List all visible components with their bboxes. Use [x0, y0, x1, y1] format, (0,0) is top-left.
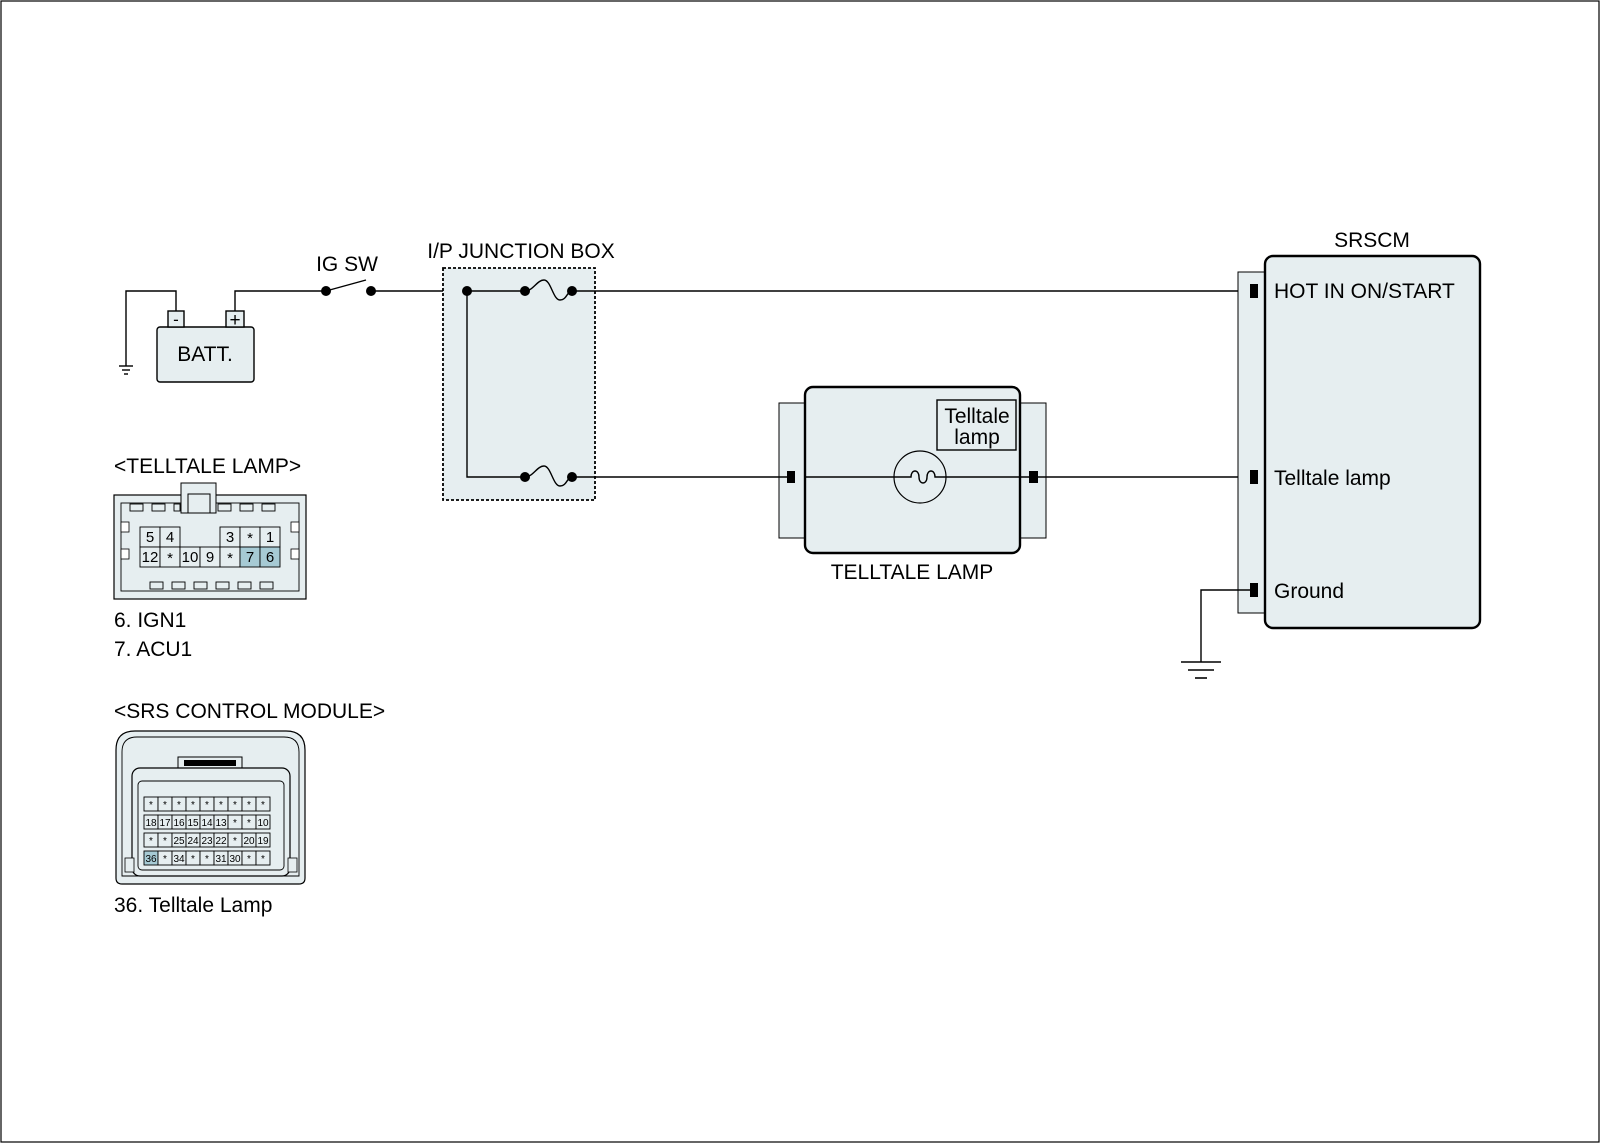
fuse-2-icon	[524, 465, 573, 487]
srs-connector-view: <SRS CONTROL MODULE> * * * * * * * * * 1…	[114, 700, 385, 917]
srs-pin: *	[261, 854, 265, 865]
telltale-connector-view: <TELLTALE LAMP>	[113, 455, 307, 661]
junction-box-body	[442, 267, 596, 501]
telltale-pin: 1	[266, 529, 274, 546]
telltale-pin-right	[1029, 471, 1038, 483]
srscm-body	[1263, 254, 1482, 630]
telltale-pin: 6	[266, 549, 274, 566]
telltale-inner-label-line1: Telltale	[944, 405, 1009, 428]
telltale-lamp-unit-label: TELLTALE LAMP	[831, 561, 994, 584]
srscm-label: SRSCM	[1334, 229, 1410, 252]
srs-pin: *	[261, 800, 265, 811]
battery-body	[156, 326, 255, 383]
srs-pin: *	[233, 836, 237, 847]
srs-pin: 30	[229, 854, 241, 865]
srs-pin: *	[191, 800, 195, 811]
srs-pin: 22	[215, 836, 227, 847]
telltale-pin: 9	[206, 549, 214, 566]
srs-pin: *	[163, 854, 167, 865]
ground-icon	[1181, 661, 1221, 679]
srscm-pin-telltale	[1250, 470, 1258, 484]
srs-pin-note: 36. Telltale Lamp	[114, 894, 272, 917]
srs-pin: 13	[215, 818, 227, 829]
battery-ground-wire	[125, 290, 177, 366]
srs-pin: *	[247, 800, 251, 811]
ig-sw-label: IG SW	[316, 253, 378, 276]
srs-pin: *	[191, 854, 195, 865]
srs-pin: *	[247, 818, 251, 829]
srs-pin: *	[149, 836, 153, 847]
telltale-connector-title: <TELLTALE LAMP>	[114, 455, 301, 478]
telltale-pin: 4	[166, 529, 174, 546]
srs-pin: 18	[145, 818, 157, 829]
srs-pin: 14	[201, 818, 213, 829]
telltale-pin-note: 6. IGN1	[114, 609, 186, 632]
telltale-pin-note: 7. ACU1	[114, 638, 192, 661]
telltale-lamp-unit: Telltale lamp TELLTALE LAMP	[778, 385, 1047, 584]
srs-pin: 17	[159, 818, 171, 829]
bulb-filament	[894, 470, 946, 484]
chassis-ground-icon	[119, 365, 133, 375]
srs-pin: *	[163, 800, 167, 811]
fuse-1-icon	[524, 279, 573, 301]
srs-pin: 36	[145, 854, 157, 865]
srs-pin: *	[177, 800, 181, 811]
srs-pin: *	[219, 800, 223, 811]
srs-pin: *	[247, 854, 251, 865]
srs-pin: *	[149, 800, 153, 811]
fuse-1-terminal-in	[462, 286, 472, 296]
srscm-pin-hot	[1250, 284, 1258, 298]
telltale-pin: *	[227, 550, 233, 567]
battery-positive-sign: +	[229, 310, 240, 331]
telltale-pin: 10	[182, 549, 199, 566]
srs-connector-title: <SRS CONTROL MODULE>	[114, 700, 385, 723]
telltale-pin: 12	[142, 549, 159, 566]
telltale-pin-left	[787, 471, 795, 483]
telltale-connector-pin-grid: 5 4 3 * 1 12 * 10 9 * 7 6	[139, 526, 281, 568]
srscm-pin-ground-label: Ground	[1274, 580, 1344, 603]
telltale-pin: 5	[146, 529, 154, 546]
srs-pin: *	[233, 800, 237, 811]
srs-connector-pin-grid: * * * * * * * * * 18 17 16 15 14 13 * * …	[143, 796, 271, 866]
battery-label: BATT.	[177, 343, 233, 366]
telltale-pin-6-highlight	[259, 546, 281, 568]
battery: - + BATT.	[156, 310, 255, 383]
telltale-inner-label-line2: lamp	[954, 426, 1000, 449]
srs-pin: 23	[201, 836, 213, 847]
telltale-pin: 3	[226, 529, 234, 546]
telltale-pin: 7	[246, 549, 254, 566]
ig-sw-blade	[325, 279, 367, 292]
srs-pin: *	[163, 836, 167, 847]
srs-pin: *	[205, 854, 209, 865]
srs-pin: 24	[187, 836, 199, 847]
ignition-switch: IG SW	[316, 253, 378, 296]
telltale-pin: *	[247, 530, 253, 547]
srscm-module: SRSCM HOT IN ON/START Telltale lamp Grou…	[1237, 229, 1482, 630]
srs-pin: *	[205, 800, 209, 811]
srscm-ground-wire	[1200, 589, 1250, 662]
srs-pin: 19	[257, 836, 269, 847]
srs-pin: 10	[257, 818, 269, 829]
battery-negative-sign: -	[173, 310, 179, 329]
telltale-pin: *	[167, 550, 173, 567]
srs-pin: 31	[215, 854, 227, 865]
srscm-pin-ground	[1250, 583, 1258, 597]
junction-box: I/P JUNCTION BOX	[427, 240, 615, 501]
srs-pin: 16	[173, 818, 185, 829]
srs-pin: 34	[173, 854, 185, 865]
srs-pin: *	[233, 818, 237, 829]
junction-box-label: I/P JUNCTION BOX	[427, 240, 614, 263]
srs-pin: 15	[187, 818, 199, 829]
battery-positive-wire	[234, 290, 326, 311]
srs-pin: 20	[243, 836, 255, 847]
telltale-inner-label-box	[936, 399, 1017, 451]
srs-pin: 25	[173, 836, 185, 847]
srscm-pin-telltale-label: Telltale lamp	[1274, 467, 1391, 490]
srscm-pin-hot-label: HOT IN ON/START	[1274, 280, 1455, 303]
